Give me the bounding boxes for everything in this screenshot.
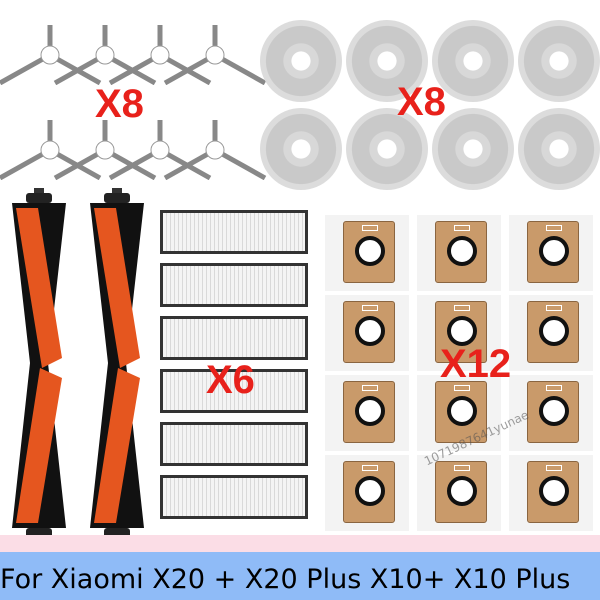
side-brush xyxy=(50,25,160,86)
bag-count-label: X12 xyxy=(440,342,512,386)
dust-bag xyxy=(417,295,501,371)
mop-count-label: X8 xyxy=(397,80,446,124)
hepa-filter xyxy=(160,263,308,307)
dust-bag xyxy=(417,215,501,291)
hepa-filter xyxy=(160,316,308,360)
mop-pad xyxy=(518,108,600,190)
dust-bag xyxy=(325,215,409,291)
mop-pad xyxy=(518,20,600,102)
dust-bag xyxy=(509,375,593,451)
hepa-filter xyxy=(160,210,308,254)
dust-bag xyxy=(325,375,409,451)
compatibility-banner: For Xiaomi X20 + X20 Plus X10+ X10 Plus xyxy=(0,552,600,600)
dust-bag xyxy=(417,375,501,451)
hepa-filter xyxy=(160,475,308,519)
side-brush xyxy=(160,120,270,181)
mop-pad xyxy=(260,20,342,102)
dust-bag xyxy=(509,455,593,531)
roller-brush xyxy=(86,188,148,543)
dust-bag xyxy=(509,215,593,291)
mop-pad xyxy=(260,108,342,190)
dust-bag xyxy=(417,455,501,531)
mop-pad xyxy=(346,20,428,102)
hepa-filter xyxy=(160,369,308,413)
roller-brush xyxy=(8,188,70,543)
dust-bag xyxy=(325,455,409,531)
hepa-filter xyxy=(160,422,308,466)
side-brush-count-label: X8 xyxy=(95,82,144,126)
mop-pad xyxy=(432,108,514,190)
mop-pad xyxy=(432,20,514,102)
filter-count-label: X6 xyxy=(206,358,255,402)
pink-band xyxy=(0,535,600,555)
mop-pad xyxy=(346,108,428,190)
dust-bag xyxy=(509,295,593,371)
side-brush xyxy=(0,25,105,86)
side-brush xyxy=(160,25,270,86)
dust-bag xyxy=(325,295,409,371)
